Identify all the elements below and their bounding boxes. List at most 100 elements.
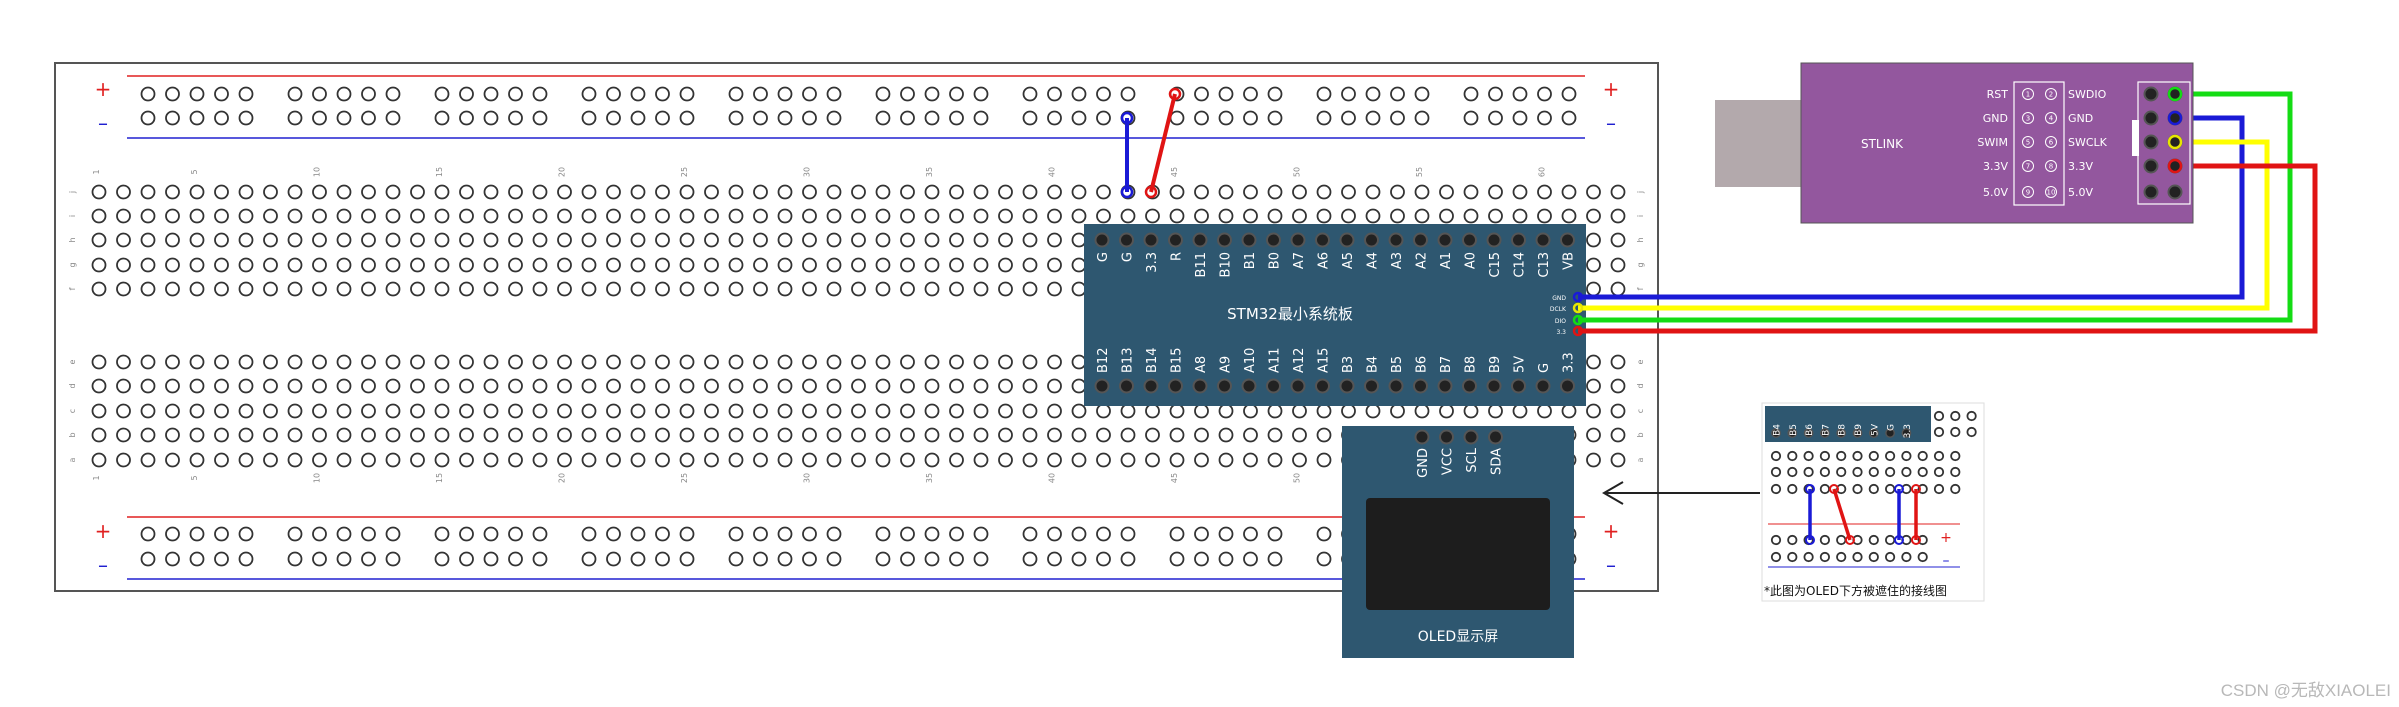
rail-hole [606, 86, 621, 102]
breadboard-hole [1169, 208, 1185, 224]
rail-hole [1071, 110, 1087, 126]
breadboard-hole [508, 452, 523, 468]
breadboard-hole [557, 232, 572, 248]
breadboard-hole [655, 208, 670, 224]
breadboard-hole [1414, 208, 1430, 224]
breadboard-hole [1610, 208, 1626, 224]
column-number: 45 [1170, 167, 1179, 177]
breadboard-hole [189, 281, 205, 297]
breadboard-hole [924, 257, 940, 273]
breadboard-hole [679, 452, 695, 468]
breadboard-hole [1610, 232, 1626, 248]
breadboard-hole [1488, 403, 1503, 419]
stm32-bottom-pin-label: A10 [1243, 348, 1258, 373]
breadboard-hole [924, 354, 940, 370]
breadboard-hole [116, 427, 131, 443]
rail-hole [606, 551, 621, 567]
breadboard-hole [1243, 427, 1258, 443]
inset-hole [1836, 551, 1847, 563]
stm32-top-pin [1388, 232, 1404, 248]
rail-hole [802, 86, 817, 102]
rail-hole [655, 110, 670, 126]
rail-hole [532, 86, 548, 102]
breadboard-hole [606, 452, 621, 468]
breadboard-hole [312, 232, 327, 248]
rail-hole [312, 551, 327, 567]
breadboard-hole [189, 378, 205, 394]
stlink-right-label: 3.3V [2068, 160, 2093, 173]
rail-hole [214, 551, 229, 567]
breadboard-hole [1022, 208, 1038, 224]
breadboard-hole [1071, 452, 1087, 468]
rail-hole [1243, 86, 1258, 102]
inset-holes [1770, 410, 1977, 563]
breadboard-hole [91, 378, 107, 394]
rail-hole [924, 551, 940, 567]
stlink-left-label: RST [1987, 88, 2009, 101]
swd-label-3v3: 3.3 [1556, 329, 1566, 336]
breadboard-hole [361, 403, 376, 419]
inset-hole [1917, 551, 1928, 563]
inset-hole [1885, 483, 1896, 495]
breadboard-hole [875, 232, 891, 248]
oled-pin-label: GND [1416, 448, 1431, 478]
inset-hole [1803, 450, 1814, 462]
rail-hole [1071, 526, 1087, 542]
rail-hole [459, 526, 474, 542]
breadboard-hole [1194, 208, 1209, 224]
rail-hole [238, 86, 254, 102]
stm32-top-pin-label: C13 [1537, 252, 1552, 278]
column-number: 45 [1170, 473, 1179, 483]
rail-hole [459, 551, 474, 567]
inset-hole [1803, 551, 1814, 563]
breadboard-hole [508, 208, 523, 224]
inset-hole [1852, 551, 1863, 563]
breadboard-hole [875, 257, 891, 273]
stm32-bottom-pin [1217, 378, 1232, 394]
rail-minus-top-right: – [1606, 111, 1616, 135]
breadboard-hole [1341, 403, 1356, 419]
inset-hole [1917, 483, 1928, 495]
breadboard-hole [753, 208, 768, 224]
breadboard-hole [238, 452, 254, 468]
row-letter: f [1636, 287, 1645, 290]
rail-minus-bottom-left: – [98, 553, 108, 577]
breadboard-hole [949, 281, 964, 297]
stm32-top-pin-label: A3 [1390, 252, 1405, 269]
row-letter: g [68, 262, 77, 267]
breadboard-hole [410, 281, 425, 297]
rail-hole [949, 526, 964, 542]
oled-pin-label: VCC [1441, 448, 1456, 475]
breadboard-hole [263, 281, 278, 297]
breadboard-hole [655, 354, 670, 370]
breadboard-hole [1439, 208, 1454, 224]
rail-hole [924, 86, 940, 102]
stm32-bottom-pin-label: A15 [1317, 348, 1332, 373]
breadboard-hole [1316, 208, 1332, 224]
breadboard-hole [728, 232, 744, 248]
breadboard-hole [1096, 427, 1111, 443]
breadboard-hole [998, 403, 1013, 419]
stm32-bottom-pin [1094, 378, 1110, 394]
oled-pin [1414, 429, 1430, 445]
rail-hole [826, 526, 842, 542]
breadboard-hole [728, 452, 744, 468]
stlink-pin-number: 7 [2026, 163, 2030, 171]
breadboard-hole [165, 378, 180, 394]
breadboard-hole [91, 403, 107, 419]
breadboard-hole [679, 403, 695, 419]
breadboard-hole [1047, 257, 1062, 273]
row-letter: i [1636, 215, 1645, 217]
breadboard-hole [532, 184, 548, 200]
breadboard-hole [287, 403, 303, 419]
breadboard-hole [777, 354, 793, 370]
breadboard-hole [802, 281, 817, 297]
swd-wires [1572, 91, 2318, 337]
rail-hole [606, 526, 621, 542]
rail-hole [1390, 86, 1405, 102]
rail-hole [777, 110, 793, 126]
breadboard-hole [1267, 452, 1283, 468]
stm32-bottom-pin-label: B12 [1096, 348, 1111, 373]
